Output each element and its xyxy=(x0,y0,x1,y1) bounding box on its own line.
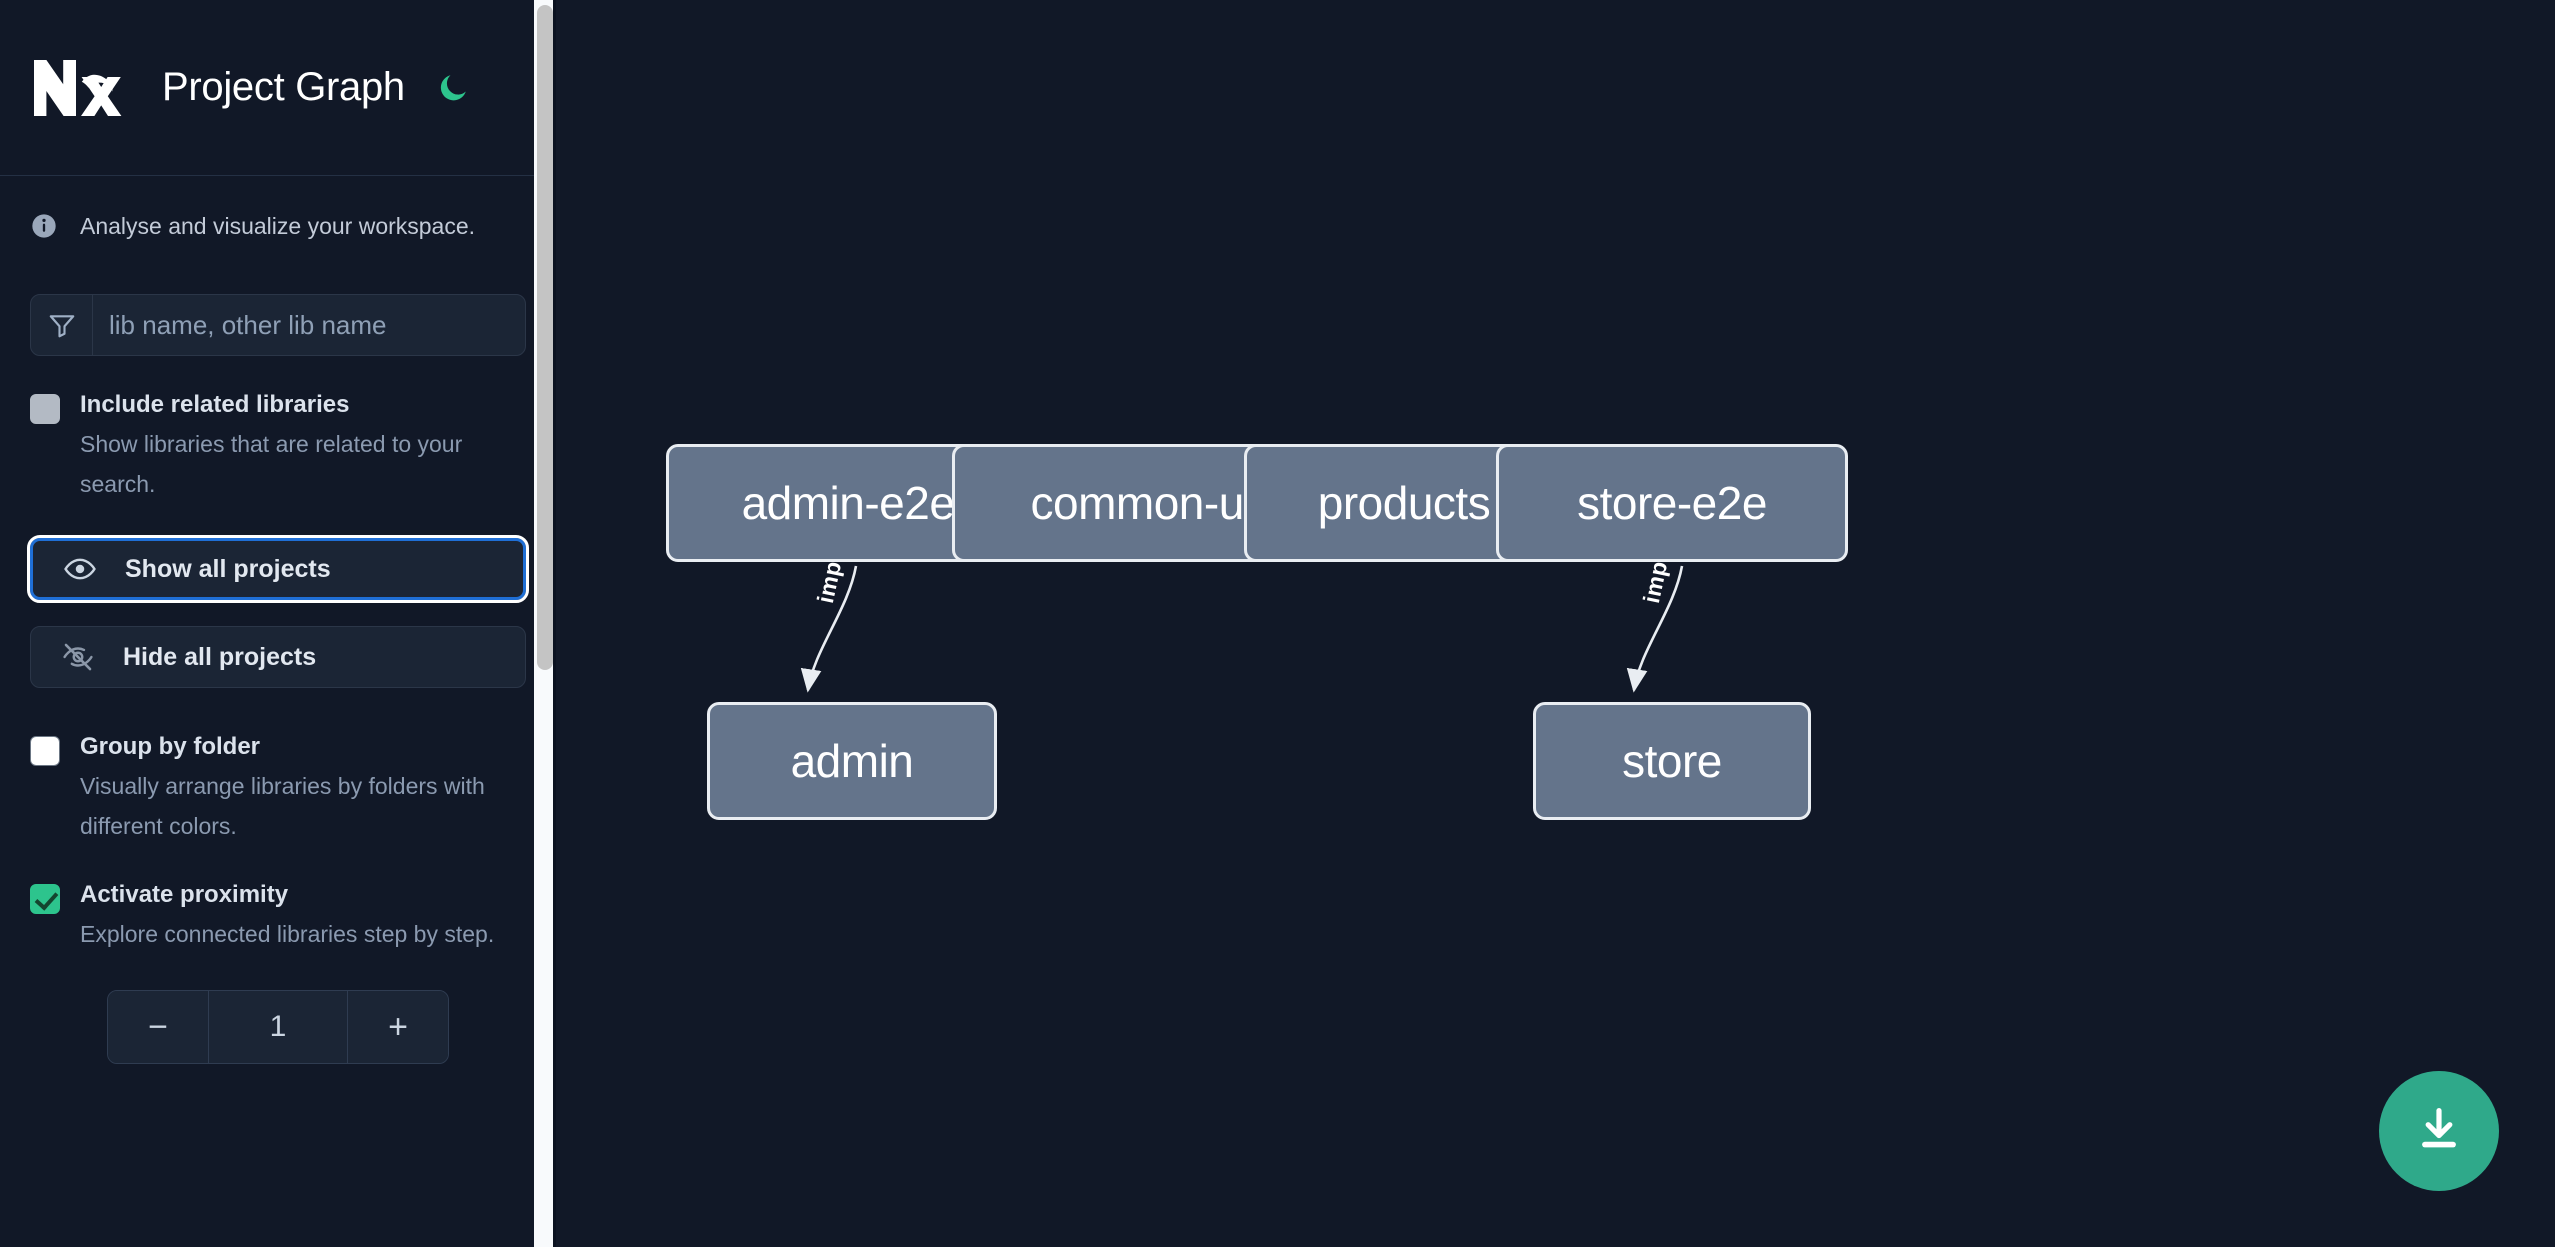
proximity-stepper: − 1 + xyxy=(107,990,449,1064)
tagline-text: Analyse and visualize your workspace. xyxy=(80,212,476,239)
option-title: Activate proximity xyxy=(80,881,289,908)
graph-node-admin[interactable]: admin xyxy=(707,702,997,820)
show-all-projects-label: Show all projects xyxy=(125,554,331,583)
graph-edges xyxy=(800,565,1684,693)
tagline-row: Analyse and visualize your workspace. xyxy=(0,176,556,276)
option-title: Include related libraries xyxy=(80,391,350,418)
option-description: Show libraries that are related to your … xyxy=(80,431,463,497)
sidebar-scrollbar-thumb[interactable] xyxy=(537,5,553,670)
group-by-folder-text: Group by folder Visually arrange librari… xyxy=(80,732,520,846)
include-related-libraries-checkbox[interactable] xyxy=(30,394,60,424)
hide-all-projects-button[interactable]: Hide all projects xyxy=(30,626,526,688)
option-include-related-libraries[interactable]: Include related libraries Show libraries… xyxy=(0,390,556,504)
eye-icon xyxy=(63,552,97,586)
filter-funnel-icon[interactable] xyxy=(31,295,93,355)
show-all-projects-button[interactable]: Show all projects xyxy=(27,535,529,603)
download-icon xyxy=(2413,1103,2465,1160)
sidebar: Project Graph Analyse and visualize yo xyxy=(0,0,556,1247)
download-graph-button[interactable] xyxy=(2379,1071,2499,1191)
option-group-by-folder[interactable]: Group by folder Visually arrange librari… xyxy=(0,732,556,846)
search-box[interactable] xyxy=(30,294,526,356)
option-activate-proximity[interactable]: Activate proximity Explore connected lib… xyxy=(0,880,556,954)
graph-node-store-e2e[interactable]: store-e2e xyxy=(1496,444,1848,562)
sidebar-edge-divider xyxy=(553,0,556,1247)
search-section xyxy=(0,294,556,356)
hide-all-projects-wrap: Hide all projects xyxy=(0,626,556,688)
graph-node-store[interactable]: store xyxy=(1533,702,1811,820)
moon-icon[interactable] xyxy=(433,68,473,108)
group-by-folder-checkbox[interactable] xyxy=(30,736,60,766)
option-title: Group by folder xyxy=(80,733,260,760)
hide-all-projects-label: Hide all projects xyxy=(123,642,317,671)
sidebar-content: Project Graph Analyse and visualize yo xyxy=(0,0,556,1247)
activate-proximity-checkbox[interactable] xyxy=(30,884,60,914)
search-input[interactable] xyxy=(93,309,525,341)
activate-proximity-text: Activate proximity Explore connected lib… xyxy=(80,880,494,954)
option-description: Explore connected libraries step by step… xyxy=(80,921,495,947)
show-all-projects-wrap: Show all projects xyxy=(0,535,556,603)
proximity-increment-button[interactable]: + xyxy=(348,991,448,1063)
graph-canvas[interactable]: implicit implicit admin-e2e common-ui pr… xyxy=(556,0,2555,1247)
sidebar-header: Project Graph xyxy=(0,0,556,176)
proximity-decrement-button[interactable]: − xyxy=(108,991,208,1063)
info-icon xyxy=(30,212,58,240)
eye-off-icon xyxy=(61,640,95,674)
page-title: Project Graph xyxy=(162,65,405,109)
nx-logo-icon xyxy=(30,56,126,120)
proximity-stepper-wrap: − 1 + xyxy=(0,990,556,1064)
include-related-libraries-text: Include related libraries Show libraries… xyxy=(80,390,520,504)
proximity-value: 1 xyxy=(208,991,348,1063)
sidebar-scrollbar[interactable] xyxy=(534,0,556,1247)
option-description: Visually arrange libraries by folders wi… xyxy=(80,773,485,839)
